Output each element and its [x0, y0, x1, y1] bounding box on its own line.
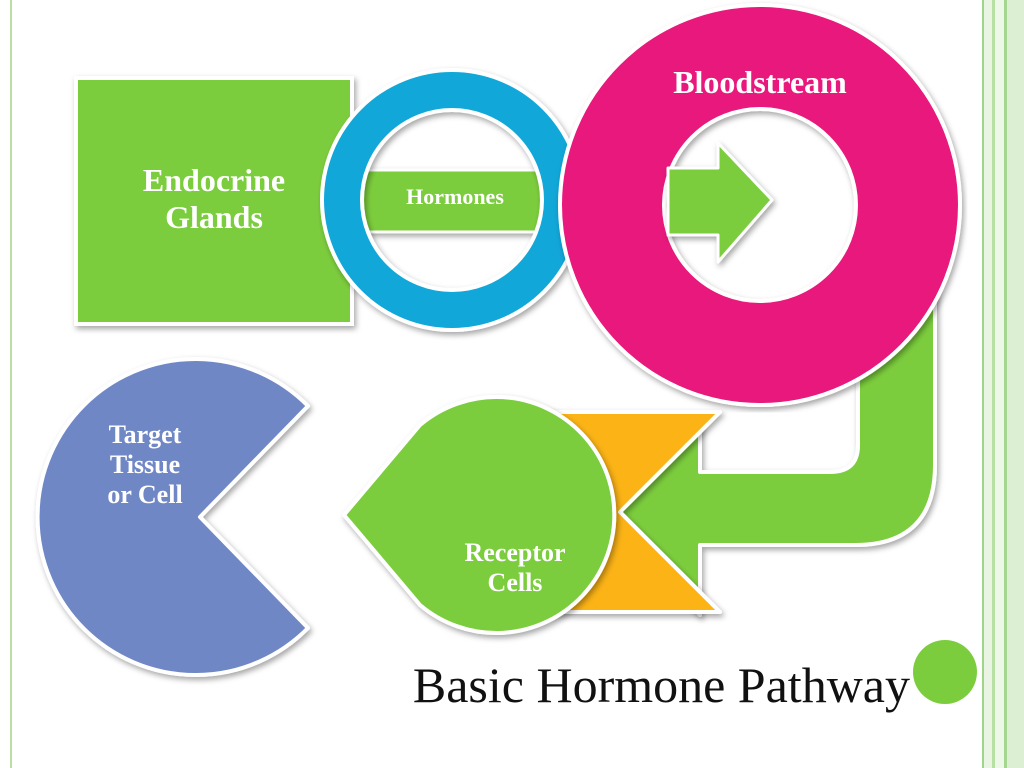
endocrine-glands-label: Endocrine Glands: [142, 162, 286, 235]
bent-arrow: [608, 268, 937, 617]
target-tissue-label: Target Tissue or Cell: [107, 420, 183, 509]
slide-frame-left: [0, 0, 12, 768]
endocrine-glands-box: [74, 76, 354, 326]
bloodstream-arrow: [666, 141, 774, 264]
receptor-cells-label: Receptor Cells: [464, 538, 566, 597]
bloodstream-label: Bloodstream: [673, 64, 847, 100]
bloodstream-ring: [562, 7, 958, 403]
decorative-dot: [913, 640, 977, 704]
slide-title: Basic Hormone Pathway: [412, 657, 910, 713]
slide-frame-right: [976, 0, 1024, 768]
receptor-cells-shape: [342, 395, 617, 635]
hormones-label: Hormones: [406, 184, 504, 209]
target-tissue-shape: [35, 357, 310, 677]
